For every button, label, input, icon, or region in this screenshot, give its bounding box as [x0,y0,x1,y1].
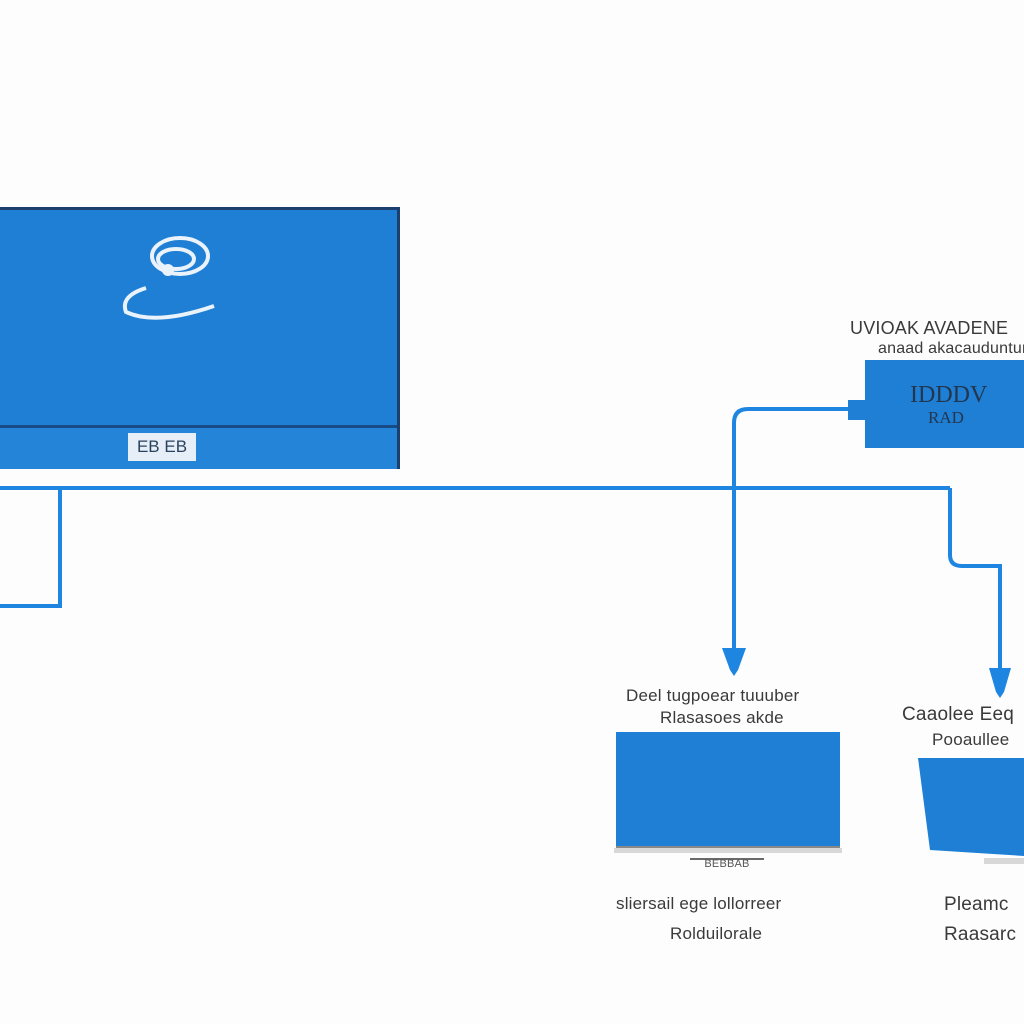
bus-to-right-screen-line [948,488,1002,672]
right-screen-caption-line2: Pooaullee [932,730,1010,749]
left-screen-stand-label: BEBBAB [690,858,764,870]
monitor-taskbar [0,425,397,469]
left-arrow-head [722,648,746,676]
device-box-line1: IDDDV [910,382,988,408]
right-arrow-head [989,668,1011,698]
right-screen-footer-line2: Raasarc [944,924,1017,945]
device-title: UVIOAK AVADENE [850,318,1009,338]
monitor-drop-line [0,488,62,608]
right-screen-caption-line1: Caaolee Eeq [902,704,1015,725]
left-screen-base [614,848,842,853]
device-box-line2: RAD [928,408,964,427]
left-screen-caption-line1: Deel tugpoear tuuuber [626,686,800,705]
device-box [865,360,1024,448]
left-screen-caption-line2: Rlasasoes akde [660,708,784,727]
device-to-left-screen-line [732,407,850,650]
right-screen-footer-line1: Pleamc [944,894,1009,915]
device-subtitle: anaad akacauduntun [878,340,1024,357]
device-port [848,400,866,420]
left-destination-screen [616,732,840,849]
left-screen-footer-line2: Rolduilorale [670,924,763,943]
right-screen-base [984,858,1024,864]
right-destination-screen [918,758,1024,856]
left-screen-footer-line1: sliersail ege lollorreer [616,894,782,913]
headset-icon [123,236,215,320]
monitor-label: EB EB [128,433,196,461]
